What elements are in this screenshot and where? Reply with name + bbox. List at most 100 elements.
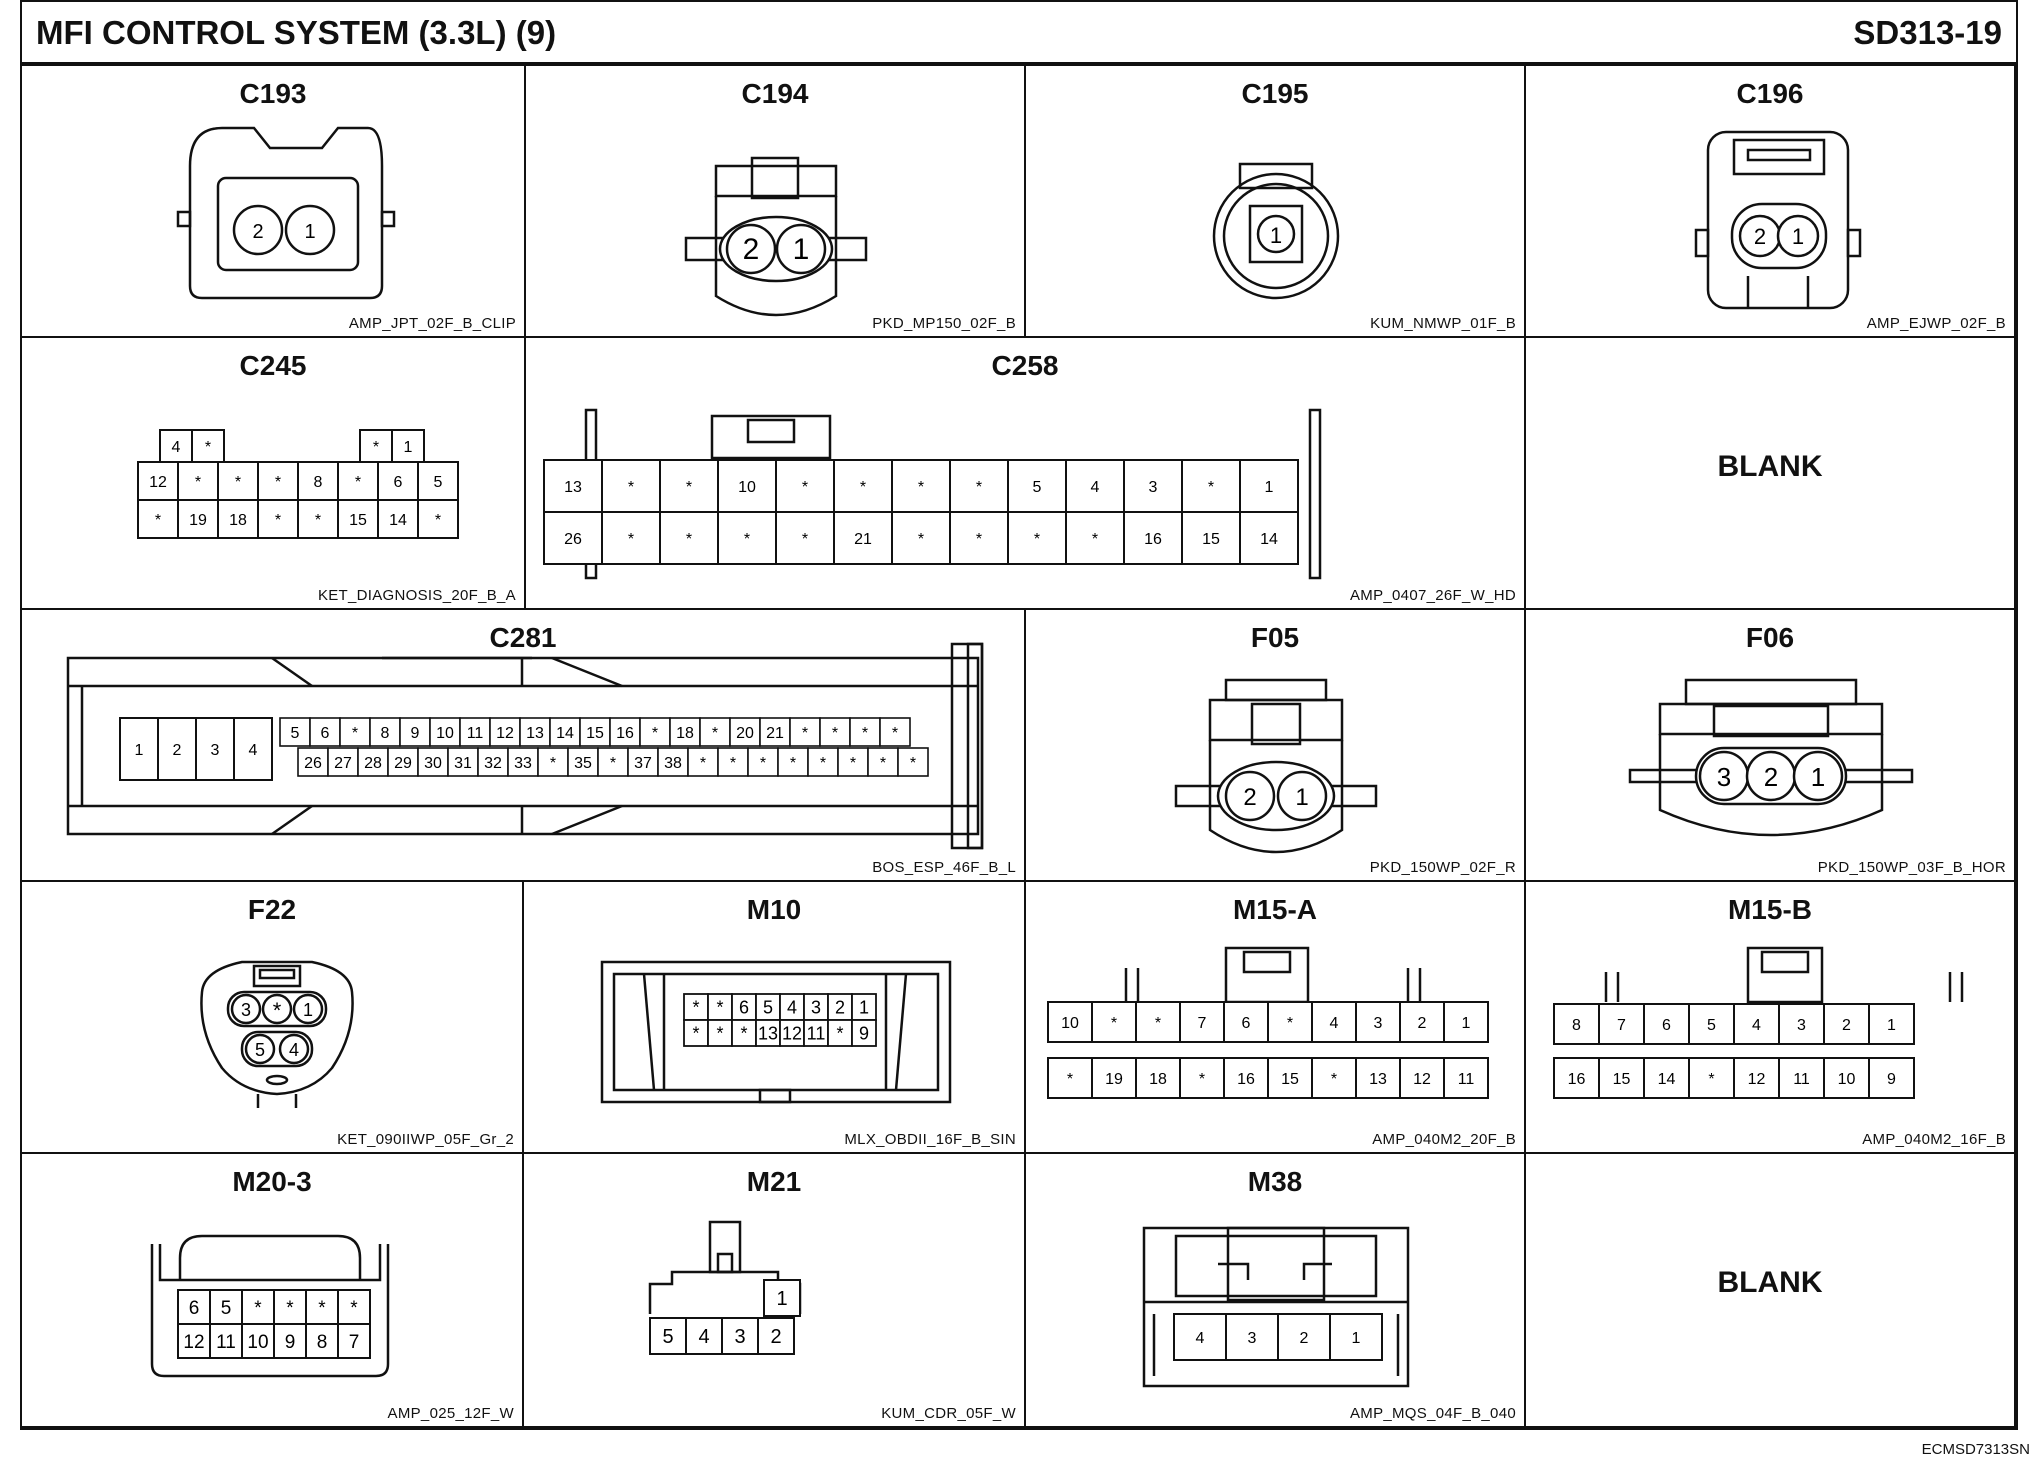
pin-box [1443,1057,1489,1099]
pin-box [775,511,835,565]
pin-cell: 3 [803,993,829,1021]
pin-box [1598,1003,1645,1045]
pin-cell: 35 [567,747,599,777]
pin-box [305,1289,339,1325]
pin-cell: 1 [1329,1313,1383,1361]
pin-box [851,993,877,1021]
pin-label: 4 [1196,1330,1205,1347]
pin-cell: 11 [209,1323,243,1359]
pin-label: * [716,997,723,1017]
pin-cell: 6 [377,461,419,501]
pin-label: 6 [1662,1017,1671,1034]
pin-cell: 15 [1267,1057,1313,1099]
pin-box [1823,1057,1870,1099]
pin-box [685,1317,723,1355]
pin-box [669,717,701,747]
pin-cell: 29 [387,747,419,777]
pin-box [549,717,581,747]
pin-cell: * [1065,511,1125,565]
pin-box [369,717,401,747]
pin-cell: 15 [1181,511,1241,565]
pin-box [519,717,551,747]
pin-cell: 21 [759,717,791,747]
connector-cell-c195: C195 1 KUM_NMWP_01F_B [1026,66,1526,338]
pin-box [399,717,431,747]
pin-label: 16 [1144,531,1162,548]
pin-label: 14 [389,512,407,529]
pin-box [777,747,809,777]
connector-drawing-c194: 2 1 [684,156,868,317]
pin-cell: 6 [1223,1001,1269,1043]
pin-box [305,1323,339,1359]
pin-cell: 19 [177,499,219,539]
pin-cell: 12 [1399,1057,1445,1099]
pin-box [177,499,219,539]
pin-cell: 10 [429,717,461,747]
pin-cell: * [717,511,777,565]
pin-box [1277,1313,1331,1361]
pin-box [1179,1001,1225,1043]
pin-cell: 38 [657,747,689,777]
pin-cell: * [337,1289,371,1325]
connector-type: PKD_150WP_02F_R [1369,859,1516,876]
pin-box [195,717,235,781]
pin-box [233,717,273,781]
pin-box [763,1279,801,1317]
pin-box [1179,1057,1225,1099]
document-code: ECMSD7313SN [1921,1441,2030,1458]
pin-label: 11 [216,1332,236,1353]
pin-cell: 4 [1065,459,1125,513]
pin-cell: 4 [685,1317,723,1355]
pin-label: * [692,1023,699,1043]
pin-label: 19 [1105,1071,1123,1088]
connector-id: F05 [1250,622,1300,653]
connector-id: M15-B [1727,894,1812,925]
pin-label: 8 [381,725,390,742]
pin-cell: 3 [1355,1001,1401,1043]
pin-cell: 5 [1007,459,1067,513]
pin-label: 9 [1887,1071,1896,1088]
pin-cell: 9 [273,1323,307,1359]
pin-label: 6 [1242,1015,1251,1032]
pin-cell: 3 [195,717,235,781]
connector-type: AMP_0407_26F_W_HD [1349,587,1516,604]
pin-cell: * [241,1289,275,1325]
connector-type: AMP_JPT_02F_B_CLIP [348,315,516,332]
pin-cell: * [601,459,661,513]
pin-cell: * [687,747,719,777]
pin-cell: 1 [851,993,877,1021]
pin-box [1091,1057,1137,1099]
pin-cell: * [191,429,225,463]
pin-box [1643,1057,1690,1099]
pin-label: 8 [317,1332,328,1353]
pin-label: 1 [1270,223,1282,248]
pin-label: 1 [1352,1330,1361,1347]
pin-cell: 11 [803,1019,829,1047]
pin-cell: * [297,499,339,539]
pin-label: 6 [394,474,403,491]
connector-type: PKD_MP150_02F_B [872,315,1016,332]
pin-label: 31 [454,755,472,772]
pin-cell: 2 [1277,1313,1331,1361]
pin-cell: * [1311,1057,1357,1099]
pin-cell: 11 [459,717,491,747]
pin-label: * [1287,1015,1293,1032]
pin-box [297,499,339,539]
pin-cell: 1 [1443,1001,1489,1043]
pin-label: * [195,474,201,491]
pin-box [1311,1001,1357,1043]
pin-box [1598,1057,1645,1099]
pin-box [729,717,761,747]
pin-cell: * [707,993,733,1021]
pin-box [1311,1057,1357,1099]
pin-label: 26 [564,531,582,548]
pin-label: 6 [189,1298,200,1319]
pin-cell: * [659,511,719,565]
connector-type: KET_DIAGNOSIS_20F_B_A [317,587,516,604]
pin-cell: * [777,747,809,777]
pin-box [1399,1001,1445,1043]
pin-box [477,747,509,777]
pin-cell: 16 [1223,1057,1269,1099]
pin-label: 2 [173,742,182,759]
